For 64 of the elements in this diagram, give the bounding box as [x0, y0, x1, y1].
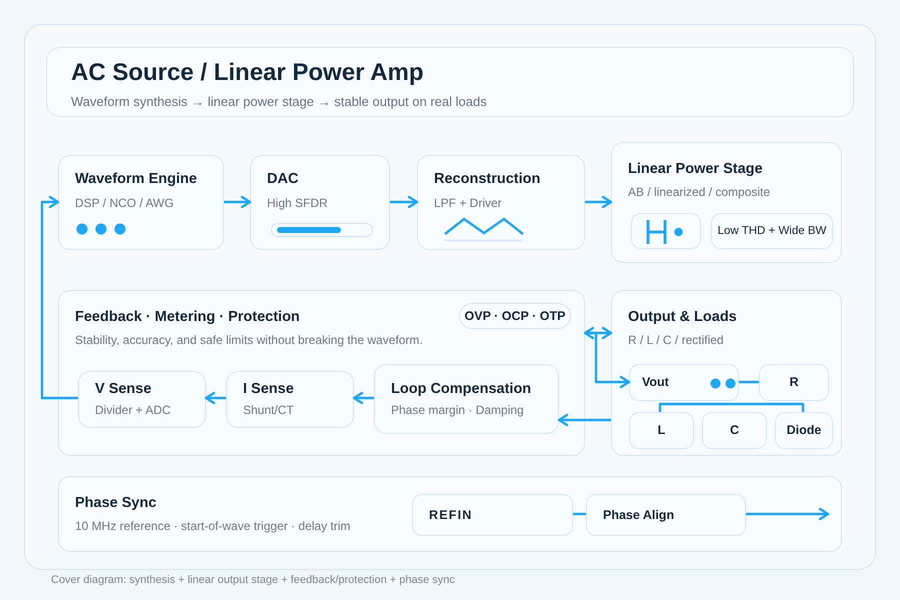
connector-line — [658, 402, 804, 412]
subtitle: Waveform synthesis → linear power stage → stable output on real loads — [71, 94, 487, 110]
node-description: Shunt/CT — [243, 403, 294, 418]
node-description: AB / linearized / composite — [628, 185, 770, 200]
connector-line — [573, 512, 586, 516]
arrow — [390, 196, 418, 208]
process-box — [417, 155, 585, 250]
node-description: DSP / NCO / AWG — [75, 196, 174, 211]
component-box — [711, 213, 833, 249]
diagram-title: AC Source / Linear Power Amp — [71, 59, 424, 87]
node-heading: Waveform Engine — [75, 171, 197, 188]
component-box — [702, 412, 767, 449]
node-heading: Feedback · Metering · Protection — [75, 309, 300, 326]
status-tag — [459, 303, 571, 329]
group-panel — [58, 476, 842, 552]
node-heading: DAC — [267, 171, 298, 188]
node-heading: Output & Loads — [628, 309, 737, 326]
arrow — [585, 196, 612, 208]
component-box — [759, 364, 829, 401]
component-box — [629, 364, 739, 401]
component-label: Diode — [786, 423, 822, 438]
node-description: Phase margin · Damping — [391, 402, 524, 418]
group-panel — [58, 290, 585, 456]
node-description: LPF + Driver — [434, 196, 502, 211]
node-description: High SFDR — [267, 196, 328, 211]
component-label: C — [730, 423, 740, 438]
component-box — [629, 412, 694, 449]
node-heading: I Sense — [243, 381, 294, 398]
group-panel — [611, 290, 842, 456]
arrow — [40, 196, 78, 400]
component-box — [412, 494, 573, 536]
component-label: L — [658, 423, 666, 438]
node-description: Divider + ADC — [95, 403, 171, 418]
caption: Cover diagram: synthesis + linear output stage + feedback/protection + phase sync — [51, 574, 455, 586]
arrow — [558, 414, 611, 426]
arrow — [352, 392, 374, 404]
component-label: Low THD + Wide BW — [718, 224, 826, 238]
node-description: Stability, accuracy, and safe limits without breaking the waveform. — [75, 333, 423, 348]
node-heading: Linear Power Stage — [628, 161, 763, 178]
group-panel — [611, 142, 842, 263]
node-heading: Phase Sync — [75, 495, 156, 512]
process-box — [250, 155, 390, 250]
process-box — [58, 155, 224, 250]
arrow — [224, 196, 252, 208]
component-label: Phase Align — [603, 508, 674, 522]
node-description: 10 MHz reference · start-of-wave trigger · delay trim — [75, 519, 350, 534]
component-box — [631, 213, 701, 249]
node-heading: Loop Compensation — [391, 380, 532, 398]
process-box — [78, 371, 206, 428]
process-box — [374, 364, 559, 434]
arrow — [746, 508, 830, 520]
double-arrow — [584, 326, 612, 340]
process-box — [226, 371, 354, 428]
component-label: Vout — [642, 375, 669, 390]
arrow — [204, 392, 226, 404]
component-box — [586, 494, 746, 536]
connector-line — [739, 380, 759, 384]
component-label: R — [789, 375, 799, 390]
tag-text: OVP · OCP · OTP — [464, 308, 566, 324]
node-description: R / L / C / rectified — [628, 333, 724, 348]
node-heading: V Sense — [95, 381, 152, 398]
component-label: REFIN — [429, 508, 472, 522]
component-box — [775, 412, 833, 449]
node-heading: Reconstruction — [434, 171, 540, 188]
